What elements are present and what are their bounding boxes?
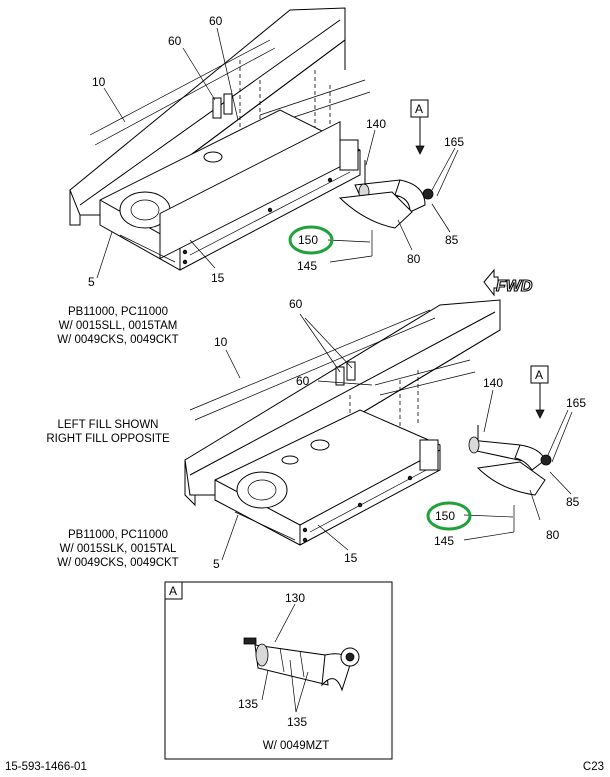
detail-a-tailpipe xyxy=(243,637,360,692)
callout-5: 5 xyxy=(213,557,220,571)
tailpipe-bottom xyxy=(468,425,552,471)
view-marker-a-label: A xyxy=(415,102,423,116)
detail-a-marker: A xyxy=(169,584,177,598)
footer-part-number: 15-593-1466-01 xyxy=(5,761,87,773)
leader-lines-bottom xyxy=(221,313,573,561)
tailpipe-top xyxy=(354,160,434,213)
heat-shield-top xyxy=(338,191,413,229)
note-line-3: W/ 0049CKS, 0049CKT xyxy=(57,557,178,569)
callout-10: 10 xyxy=(214,335,228,349)
fill-note-line-1: LEFT FILL SHOWN xyxy=(58,419,159,431)
note-line-1: PB11000, PC11000 xyxy=(68,306,168,318)
callout-145: 145 xyxy=(434,534,454,548)
callout-60-a: 60 xyxy=(289,297,303,311)
callouts-bottom: 60 60 10 140 165 85 80 150 145 15 5 A xyxy=(213,297,586,571)
callout-165: 165 xyxy=(566,396,586,410)
footer-page-code: C23 xyxy=(583,761,604,773)
note-line-2: W/ 0015SLK, 0015TAL xyxy=(60,543,177,555)
view-marker-a-label: A xyxy=(535,368,543,382)
callout-145: 145 xyxy=(297,259,317,273)
applicability-note-bottom: PB11000, PC11000 W/ 0015SLK, 0015TAL W/ … xyxy=(57,529,178,569)
fwd-arrow: FWD xyxy=(483,268,533,297)
callout-150: 150 xyxy=(298,233,318,247)
callout-80: 80 xyxy=(546,528,560,542)
note-line-3: W/ 0049CKS, 0049CKT xyxy=(57,334,178,346)
top-view: 60 60 10 140 165 85 80 150 145 15 5 A PB… xyxy=(57,7,464,346)
callout-80: 80 xyxy=(407,252,421,266)
callout-135-a: 135 xyxy=(238,697,258,711)
callout-85: 85 xyxy=(445,233,459,247)
highlight-ring-150-top xyxy=(288,225,334,255)
note-line-2: W/ 0015SLL, 0015TAM xyxy=(59,320,178,332)
callout-130: 130 xyxy=(285,591,305,605)
callout-15: 15 xyxy=(211,271,225,285)
fill-note: LEFT FILL SHOWN RIGHT FILL OPPOSITE xyxy=(46,419,170,445)
detail-a-caption: W/ 0049MZT xyxy=(263,740,329,752)
footer: 15-593-1466-01 C23 xyxy=(5,761,604,773)
callout-15: 15 xyxy=(344,551,358,565)
callout-60-a: 60 xyxy=(209,14,223,28)
callout-60-b: 60 xyxy=(168,34,182,48)
applicability-note-top: PB11000, PC11000 W/ 0015SLL, 0015TAM W/ … xyxy=(57,306,178,346)
callout-60-b: 60 xyxy=(296,374,310,388)
callout-85: 85 xyxy=(566,495,580,509)
callout-140: 140 xyxy=(366,117,386,131)
callout-150: 150 xyxy=(435,509,455,523)
view-marker-a-top xyxy=(410,99,429,155)
fill-note-line-2: RIGHT FILL OPPOSITE xyxy=(46,433,170,445)
dpf-assembly-top xyxy=(99,109,361,271)
bottom-view: 60 60 10 140 165 85 80 150 145 15 5 A LE… xyxy=(46,297,586,571)
callout-5: 5 xyxy=(88,275,95,289)
note-line-1: PB11000, PC11000 xyxy=(68,529,168,541)
frame-rail-bottom xyxy=(184,299,501,507)
callout-140: 140 xyxy=(483,376,503,390)
leader-lines-detail xyxy=(261,603,309,713)
highlight-ring-150-bottom xyxy=(426,501,472,531)
detail-a-box: A 130 135 135 W/ 0049MZT xyxy=(164,581,393,760)
view-marker-a-bottom xyxy=(530,365,549,419)
callout-135-b: 135 xyxy=(287,715,307,729)
callouts-top: 60 60 10 140 165 85 80 150 145 15 5 A xyxy=(88,14,464,289)
dpf-assembly-bottom xyxy=(214,409,441,546)
callout-165: 165 xyxy=(444,135,464,149)
leader-lines-top xyxy=(96,27,459,279)
heat-shield-bottom xyxy=(476,461,546,496)
callout-10: 10 xyxy=(92,75,106,89)
fwd-label: FWD xyxy=(496,278,533,295)
